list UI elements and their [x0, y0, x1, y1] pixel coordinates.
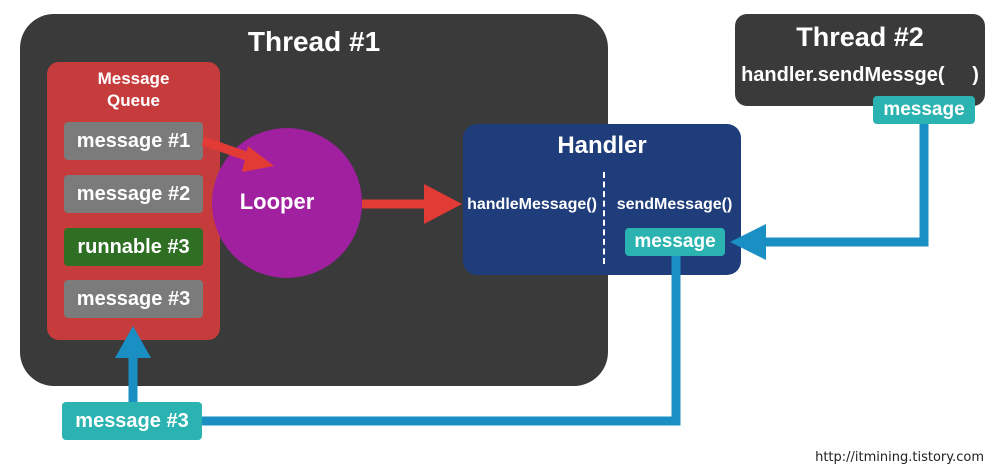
handler-divider — [603, 172, 605, 264]
handler-title: Handler — [557, 132, 647, 159]
arrowhead-bottom-to-queue — [115, 326, 151, 358]
handler-message-badge: message — [625, 228, 725, 256]
source-credit: http://itmining.tistory.com — [815, 450, 984, 465]
thread2-message-badge: message — [873, 96, 975, 124]
queue-item-runnable-3: runnable #3 — [64, 228, 203, 266]
arrow-thread2-to-handler — [762, 124, 929, 247]
arrowhead-thread2-to-handler — [730, 224, 766, 260]
thread2-panel — [735, 14, 985, 106]
thread2-send-call: handler.sendMessge( ) — [741, 64, 979, 86]
queue-item-message-2: message #2 — [64, 175, 203, 213]
arrowhead-looper-to-handler — [424, 184, 462, 224]
thread2-title: Thread #2 — [796, 22, 924, 52]
bottom-message-3-badge: message #3 — [62, 402, 202, 440]
message-queue-title: Message Queue — [97, 69, 170, 110]
queue-item-message-3: message #3 — [64, 280, 203, 318]
queue-item-message-1: message #1 — [64, 122, 203, 160]
handle-message-label: handleMessage() — [467, 196, 597, 213]
looper-label: Looper — [239, 189, 315, 214]
arrow-queue-to-looper — [201, 136, 254, 163]
arrow-handler-to-bottom — [202, 256, 681, 426]
thread1-title: Thread #1 — [247, 26, 381, 57]
arrowhead-queue-to-looper — [242, 146, 274, 172]
send-message-label: sendMessage() — [616, 196, 733, 213]
